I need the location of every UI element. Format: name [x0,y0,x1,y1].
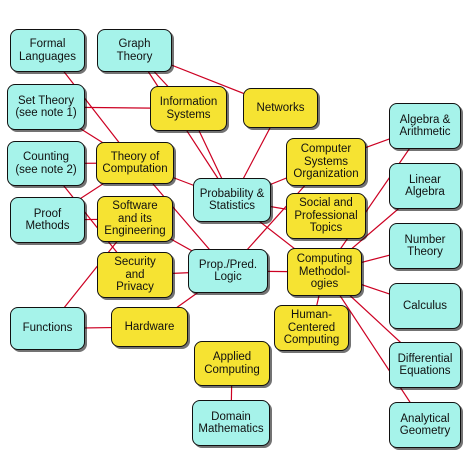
node-differential-equations: Differential Equations [389,342,461,388]
node-calculus: Calculus [389,283,461,329]
node-prop-pred-logic: Prop./Pred. Logic [188,249,268,293]
node-number-theory: Number Theory [389,223,461,269]
node-applied-computing: Applied Computing [194,341,270,386]
node-domain-mathematics: Domain Mathematics [192,400,270,446]
node-security-and-privacy: Security and Privacy [97,252,173,298]
node-proof-methods: Proof Methods [10,197,85,243]
node-networks: Networks [243,88,318,128]
node-human-centered-computing: Human- Centered Computing [274,305,349,351]
node-formal-languages: Formal Languages [10,29,85,72]
node-graph-theory: Graph Theory [97,29,172,72]
node-software-and-its-engineering: Software and its Engineering [97,196,173,242]
node-information-systems: Information Systems [150,86,227,131]
node-counting: Counting (see note 2) [7,141,85,186]
node-functions: Functions [10,307,85,350]
edge-computing_methodologies-to-analytical_geometry [323,271,426,426]
node-algebra-arithmetic: Algebra & Arithmetic [389,103,461,149]
node-computer-systems-organization: Computer Systems Organization [286,138,366,186]
node-theory-of-computation: Theory of Computation [96,142,174,184]
node-hardware: Hardware [111,307,188,347]
edge-computing_methodologies-to-algebra_arithmetic [324,125,426,273]
node-set-theory: Set Theory (see note 1) [7,84,85,130]
node-computing-methodologies: Computing Methodol- ogies [287,248,362,296]
node-linear-algebra: Linear Algebra [389,163,461,209]
node-probability-statistics: Probability & Statistics [193,178,271,222]
node-social-professional-topics: Social and Professional Topics [286,193,366,239]
node-analytical-geometry: Analytical Geometry [389,402,461,448]
